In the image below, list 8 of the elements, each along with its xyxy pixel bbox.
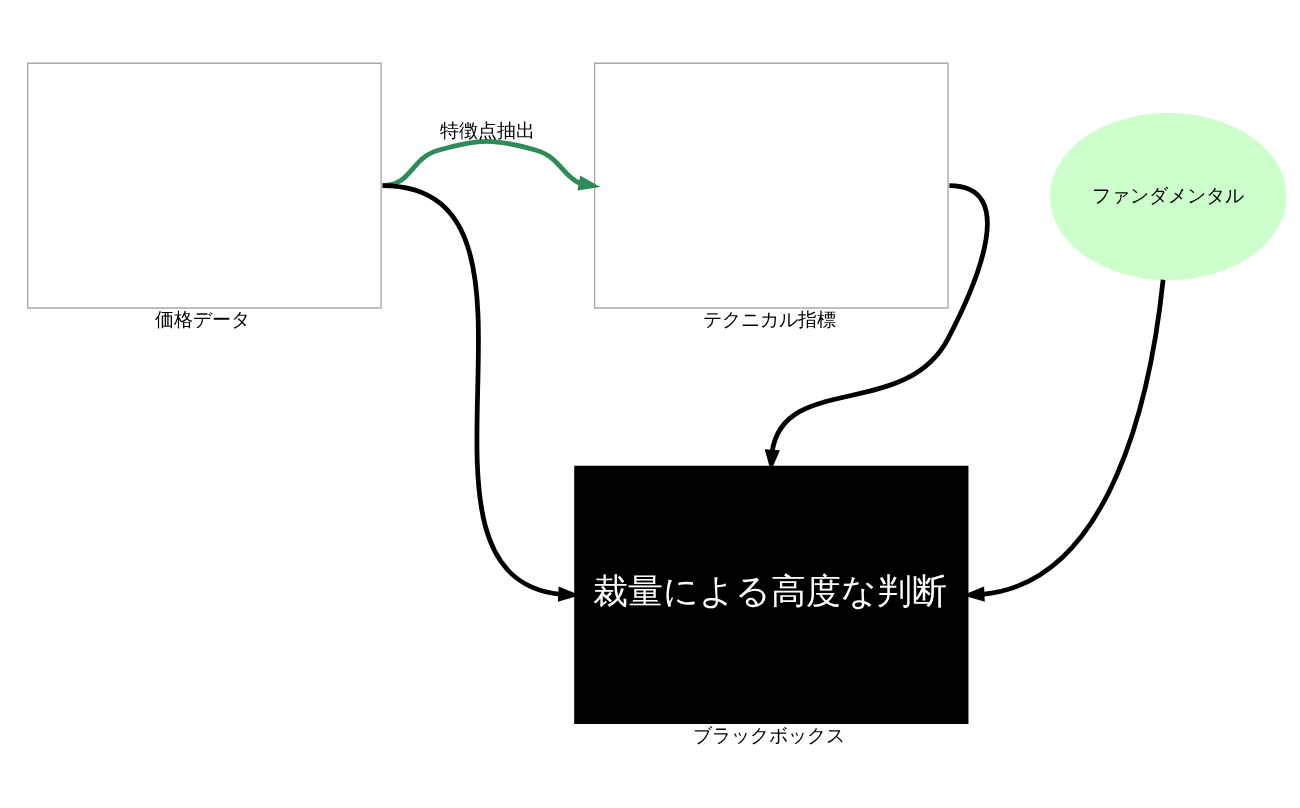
node-box: 裁量による高度な判断 (574, 465, 969, 724)
node-label: ブラックボックス (693, 723, 846, 746)
node-label: テクニカル指標 (703, 307, 837, 330)
node-box (593, 62, 949, 309)
edge-label: 特徴点抽出 (439, 118, 535, 141)
node-ellipse: ファンダメンタル (1050, 112, 1287, 280)
node-label: 価格データ (155, 307, 251, 330)
node-box (27, 62, 382, 309)
